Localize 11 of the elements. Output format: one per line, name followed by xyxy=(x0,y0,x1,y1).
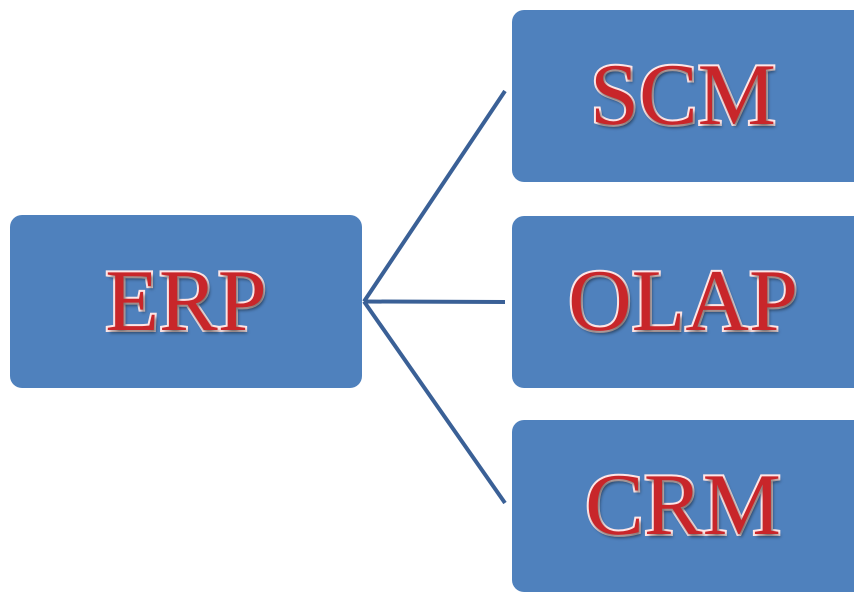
box-label: SCM xyxy=(590,52,776,140)
connector-line xyxy=(364,300,505,304)
process-box xyxy=(512,420,854,592)
connector-line xyxy=(362,90,507,303)
process-box xyxy=(10,215,362,388)
connector-line xyxy=(362,300,507,504)
box-label: ERP xyxy=(105,258,267,346)
box-label: CRM xyxy=(585,462,781,550)
process-box xyxy=(512,10,854,182)
process-box xyxy=(512,216,854,388)
box-label: OLAP xyxy=(568,258,798,346)
